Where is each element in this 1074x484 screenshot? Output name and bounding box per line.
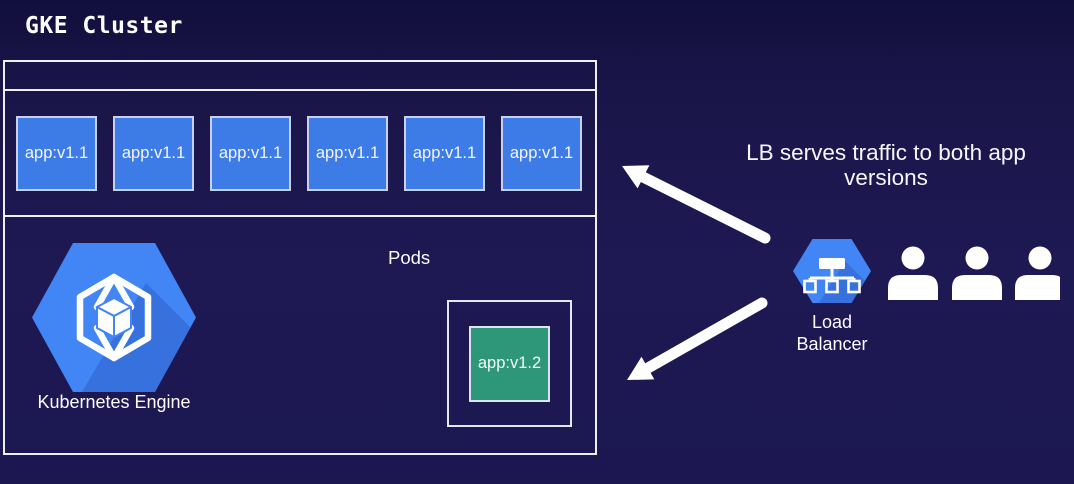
diagram-title: GKE Cluster [25, 13, 183, 39]
pod-v1: app:v1.1 [210, 115, 291, 191]
lb-caption: LB serves traffic to both app versions [746, 140, 1026, 190]
pod-v1: app:v1.1 [307, 115, 388, 191]
user-icon [952, 246, 1002, 300]
load-balancer-label: Load Balancer [796, 312, 868, 354]
load-balancer-hexagon-icon [793, 239, 871, 303]
pod-v1: app:v1.1 [404, 115, 485, 191]
arrow-to-v2-pod-icon [627, 297, 768, 380]
kubernetes-engine-hexagon-icon [32, 243, 196, 392]
users-group [888, 246, 1060, 300]
user-icon [1015, 246, 1060, 300]
pod-v1: app:v1.1 [113, 115, 194, 191]
kubernetes-engine-label: Kubernetes Engine [37, 392, 191, 412]
pod-v1: app:v1.1 [501, 115, 582, 191]
user-icon [888, 246, 938, 300]
pod-v2-wrapper-box: app:v1.2 [447, 300, 572, 427]
pod-v1: app:v1.1 [16, 115, 97, 191]
gke-cluster-box: app:v1.1 app:v1.1 app:v1.1 app:v1.1 app:… [3, 60, 597, 455]
cluster-lower-section: Kubernetes Engine Pods app:v1.2 [5, 217, 595, 453]
pods-label: Pods [388, 247, 431, 268]
pod-v2: app:v1.2 [469, 325, 550, 402]
pods-v1-row: app:v1.1 app:v1.1 app:v1.1 app:v1.1 app:… [5, 91, 595, 217]
cluster-header-strip [5, 62, 595, 91]
